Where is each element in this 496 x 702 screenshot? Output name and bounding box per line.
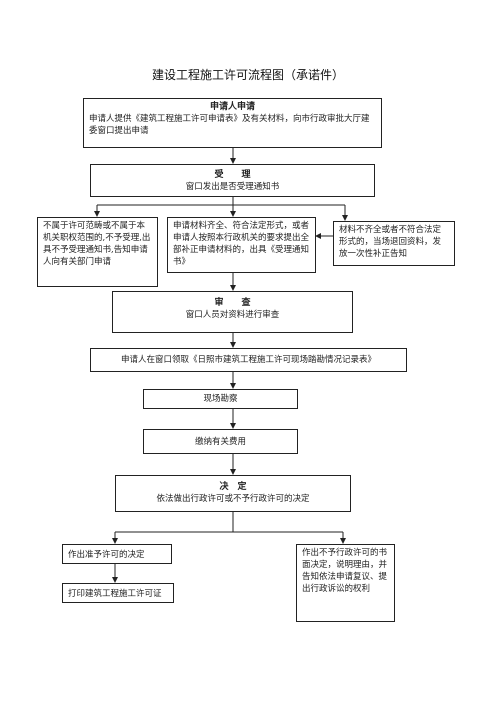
- node-decision: 决 定 依法做出行政许可或不予行政许可的决定: [115, 475, 351, 512]
- node-site-survey-text: 现场勘察: [203, 394, 238, 404]
- node-apply: 申请人申请 申请人提供《建筑工程施工许可申请表》及有关材料，向市行政审批大厅建委…: [83, 98, 382, 148]
- node-deny-text: 作出不予行政许可的书面决定，说明理由，并告知依法申请复议、提出行政诉讼的权利: [302, 548, 388, 594]
- node-print-permit-text: 打印建筑工程施工许可证: [68, 589, 162, 599]
- node-approve: 作出准予许可的决定: [62, 544, 172, 564]
- node-materials-ok: 申请材料齐全、符合法定形式，或者申请人按照本行政机关的要求提出全部补正申请材料的…: [167, 217, 316, 273]
- node-reject-scope-text: 不属于许可范畴或不属于本机关职权范围的,不予受理,出具不予受理通知书,告知申请人…: [43, 221, 151, 267]
- node-decision-text: 依法做出行政许可或不予行政许可的决定: [156, 494, 310, 504]
- node-pay-fees: 缴纳有关费用: [143, 429, 298, 454]
- node-review: 审 查 窗口人员对资料进行审查: [112, 291, 353, 333]
- node-materials-bad-text: 材料不齐全或者不符合法定形式的，当场退回资料，发放一次性补正告知: [339, 225, 442, 259]
- node-review-heading: 审 查: [214, 298, 251, 308]
- node-apply-heading: 申请人申请: [209, 102, 255, 112]
- node-apply-text: 申请人提供《建筑工程施工许可申请表》及有关材料，向市行政审批大厅建委窗口提出申请: [89, 114, 370, 136]
- node-deny: 作出不予行政许可的书面决定，说明理由，并告知依法申请复议、提出行政诉讼的权利: [296, 544, 395, 622]
- node-pay-fees-text: 缴纳有关费用: [194, 437, 246, 447]
- node-site-survey: 现场勘察: [143, 389, 298, 409]
- node-accept: 受 理 窗口发出是否受理通知书: [90, 164, 375, 197]
- node-materials-ok-text: 申请材料齐全、符合法定形式，或者申请人按照本行政机关的要求提出全部补正申请材料的…: [173, 221, 310, 267]
- node-approve-text: 作出准予许可的决定: [68, 550, 145, 560]
- node-collect-form-text: 申请人在窗口领取《日照市建筑工程施工许可现场踏勘情况记录表》: [120, 355, 376, 365]
- node-decision-heading: 决 定: [219, 482, 247, 492]
- node-review-text: 窗口人员对资料进行审查: [185, 310, 280, 320]
- node-accept-text: 窗口发出是否受理通知书: [185, 182, 280, 192]
- node-print-permit: 打印建筑工程施工许可证: [62, 583, 174, 603]
- page-title: 建设工程施工许可流程图（承诺件）: [151, 68, 344, 82]
- node-reject-scope: 不属于许可范畴或不属于本机关职权范围的,不予受理,出具不予受理通知书,告知申请人…: [37, 217, 158, 287]
- node-materials-bad: 材料不齐全或者不符合法定形式的，当场退回资料，发放一次性补正告知: [333, 221, 455, 266]
- node-accept-heading: 受 理: [214, 170, 251, 180]
- node-collect-form: 申请人在窗口领取《日照市建筑工程施工许可现场踏勘情况记录表》: [90, 348, 407, 372]
